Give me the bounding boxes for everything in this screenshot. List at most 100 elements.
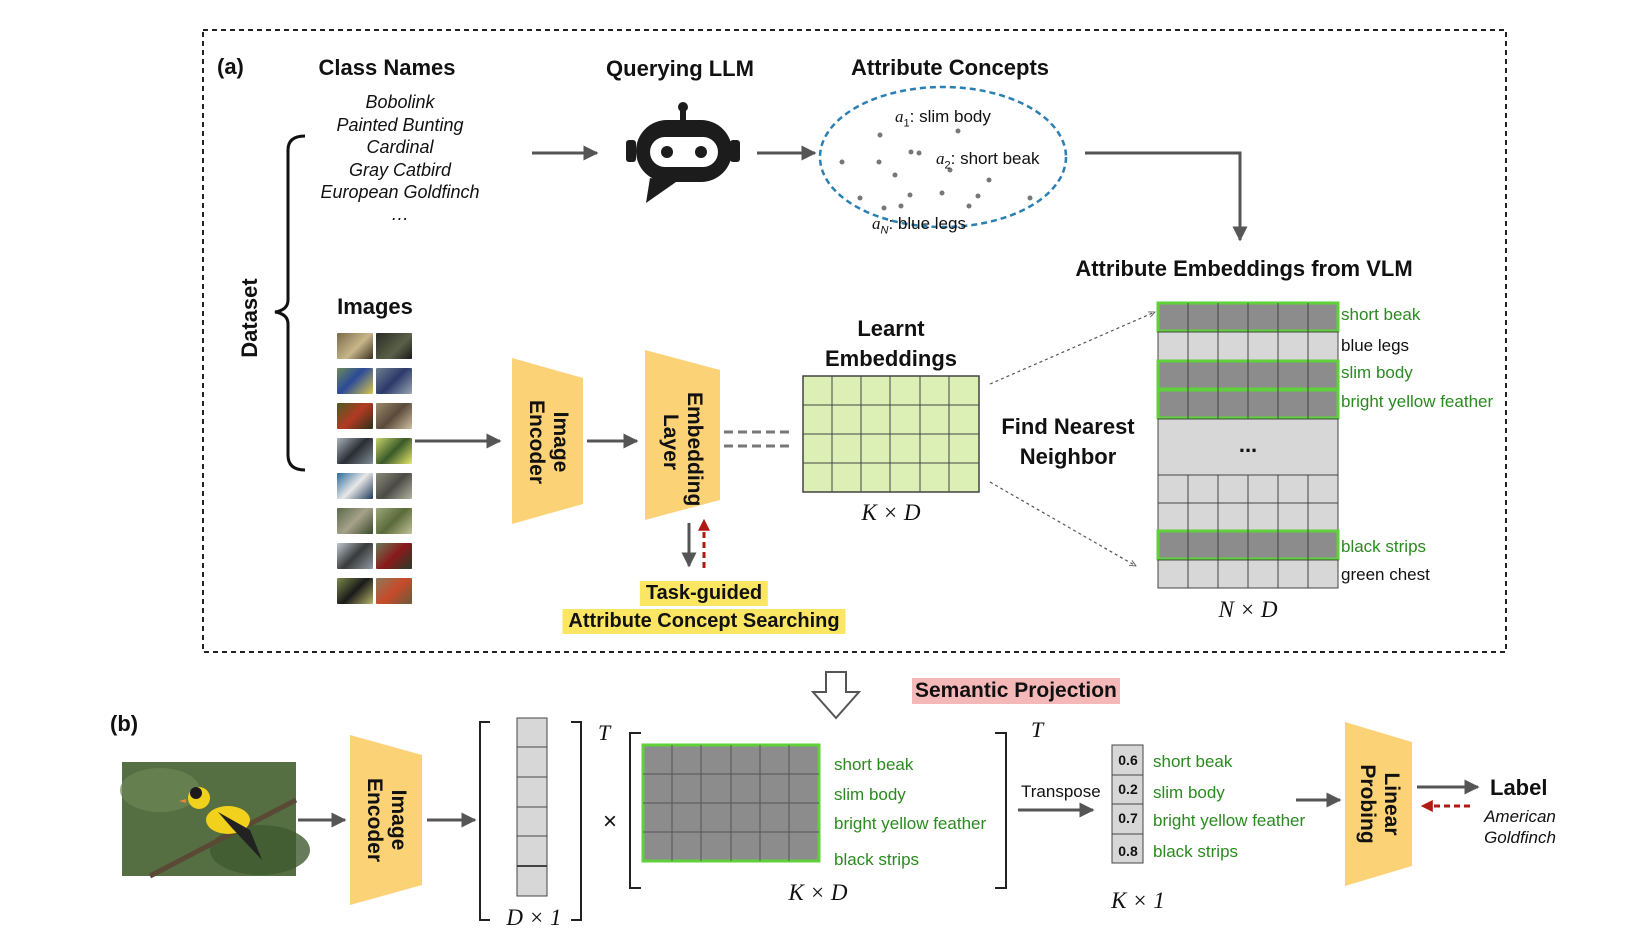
concept-aN: aN: blue legs bbox=[872, 214, 966, 236]
nn-arrow-top bbox=[989, 311, 1155, 385]
learnt-embeddings-line1: Learnt bbox=[857, 316, 925, 341]
matrix-attribute-label: short beak bbox=[834, 755, 914, 774]
dataset-label: Dataset bbox=[237, 278, 262, 358]
label-value-line1: American bbox=[1484, 807, 1556, 826]
vlm-title: Attribute Embeddings from VLM bbox=[1075, 256, 1413, 281]
linear-probing-line2: Probing bbox=[1356, 764, 1379, 844]
concept-aN-symbol: a bbox=[872, 214, 881, 233]
matrix-left-bracket bbox=[629, 732, 641, 889]
matrix-attribute-label: bright yellow feather bbox=[834, 814, 987, 833]
vlm-matrix-dim: N × D bbox=[1218, 597, 1278, 622]
image-encoder-a-line2: Encoder bbox=[525, 399, 548, 485]
find-nearest-line2: Neighbor bbox=[1019, 444, 1117, 469]
concept-a1-text: : slim body bbox=[909, 107, 991, 126]
learnt-embeddings-line2: Embeddings bbox=[824, 346, 958, 371]
label-value: American Goldfinch bbox=[1484, 806, 1556, 848]
find-nearest-line1: Find Nearest bbox=[1001, 414, 1135, 439]
vlm-row-label: black strips bbox=[1341, 537, 1427, 556]
thumb-bird-1 bbox=[337, 333, 373, 359]
embedding-layer bbox=[645, 350, 720, 520]
thumb-bird-12 bbox=[376, 508, 412, 534]
thumb-bird-14 bbox=[376, 543, 412, 569]
linear-probing bbox=[1345, 722, 1412, 886]
class-name-item: Cardinal bbox=[366, 137, 434, 157]
concept-a2-text: : short beak bbox=[950, 149, 1040, 168]
thumb-bird-4 bbox=[376, 368, 412, 394]
task-guided-label-1: Task-guided bbox=[639, 581, 769, 606]
vlm-row-label: blue legs bbox=[1341, 336, 1410, 355]
concept-aN-text: : blue legs bbox=[888, 214, 966, 233]
score-attribute-label: slim body bbox=[1153, 783, 1225, 802]
thumb-bird-9 bbox=[337, 473, 373, 499]
learnt-embeddings-grid bbox=[802, 375, 980, 493]
concept-a1: a1: slim body bbox=[895, 107, 991, 129]
thumb-bird-8 bbox=[376, 438, 412, 464]
learnt-embeddings-dim: K × D bbox=[861, 500, 921, 525]
thumb-bird-2 bbox=[376, 333, 412, 359]
concept-a2: a2: short beak bbox=[936, 149, 1039, 171]
thumb-bird-16 bbox=[376, 578, 412, 604]
transpose-label: Transpose bbox=[1021, 782, 1101, 801]
embedding-layer-label: Embedding Layer bbox=[658, 392, 706, 507]
thumb-bird-13 bbox=[337, 543, 373, 569]
images-title: Images bbox=[337, 294, 413, 319]
dataset-brace bbox=[274, 134, 306, 472]
image-encoder-a-label: Image Encoder bbox=[524, 392, 572, 492]
task-guided-label-2: Attribute Concept Searching bbox=[562, 609, 846, 634]
thumb-bird-15 bbox=[337, 578, 373, 604]
embedding-layer-line2: Layer bbox=[659, 413, 682, 471]
panel-a-label: (a) bbox=[217, 54, 244, 79]
score-attribute-label: black strips bbox=[1153, 842, 1239, 861]
vector-left-bracket bbox=[479, 721, 490, 921]
thumb-bird-3 bbox=[337, 368, 373, 394]
concept-a2-symbol: a bbox=[936, 149, 945, 168]
panel-a-frame bbox=[202, 29, 1507, 653]
panel-b-label: (b) bbox=[110, 711, 139, 736]
thumb-bird-7 bbox=[337, 438, 373, 464]
querying-llm-title: Querying LLM bbox=[606, 56, 754, 81]
class-name-item: … bbox=[391, 204, 409, 224]
image-encoder-b-line1: Image bbox=[387, 789, 410, 851]
goldfinch-photo-scene bbox=[120, 762, 310, 879]
score-value: 0.2 bbox=[1118, 781, 1138, 797]
attribute-concepts-title: Attribute Concepts bbox=[851, 55, 1049, 80]
vector-right-bracket bbox=[571, 721, 582, 921]
label-title: Label bbox=[1490, 775, 1548, 800]
concept-a2-subscript: 2 bbox=[944, 159, 951, 172]
thumb-bird-11 bbox=[337, 508, 373, 534]
matrix-attribute-label: slim body bbox=[834, 785, 906, 804]
vlm-row-label: short beak bbox=[1341, 305, 1421, 324]
linear-probing-label: Linear Probing bbox=[1355, 754, 1403, 854]
score-column bbox=[1111, 744, 1144, 864]
class-name-item: European Goldfinch bbox=[320, 182, 480, 202]
vlm-row-label: green chest bbox=[1341, 565, 1430, 584]
score-attribute-label: bright yellow feather bbox=[1153, 811, 1306, 830]
image-encoder-b bbox=[350, 735, 422, 905]
score-attribute-label: short beak bbox=[1153, 752, 1233, 771]
down-outline-arrow bbox=[810, 671, 862, 720]
learnt-embeddings-title: Learnt Embeddings bbox=[825, 314, 957, 374]
thumb-bird-5 bbox=[337, 403, 373, 429]
vector-dim: D × 1 bbox=[506, 905, 562, 930]
feature-vector bbox=[516, 717, 548, 897]
score-dim: K × 1 bbox=[1111, 888, 1165, 913]
embedding-layer-line1: Embedding bbox=[683, 392, 706, 507]
attribute-concepts-ellipse bbox=[818, 85, 1068, 229]
vlm-row-label: slim body bbox=[1341, 363, 1413, 382]
image-encoder-a-line1: Image bbox=[549, 411, 572, 473]
concept-aN-subscript: N bbox=[880, 224, 889, 237]
class-names-title: Class Names bbox=[318, 55, 456, 80]
robot-icon bbox=[626, 102, 740, 203]
concept-dots bbox=[839, 128, 1033, 211]
transpose-sup-2: T bbox=[1031, 717, 1044, 742]
thumb-bird-10 bbox=[376, 473, 412, 499]
class-name-item: Painted Bunting bbox=[336, 115, 464, 135]
find-nearest-label: Find Nearest Neighbor bbox=[1001, 412, 1134, 472]
label-value-line2: Goldfinch bbox=[1484, 828, 1556, 847]
class-name-item: Bobolink bbox=[365, 92, 435, 112]
image-encoder-b-line2: Encoder bbox=[363, 777, 386, 863]
nn-arrow-bottom bbox=[989, 481, 1136, 566]
selected-attribute-matrix bbox=[641, 743, 821, 863]
matrix-right-bracket bbox=[995, 732, 1007, 889]
